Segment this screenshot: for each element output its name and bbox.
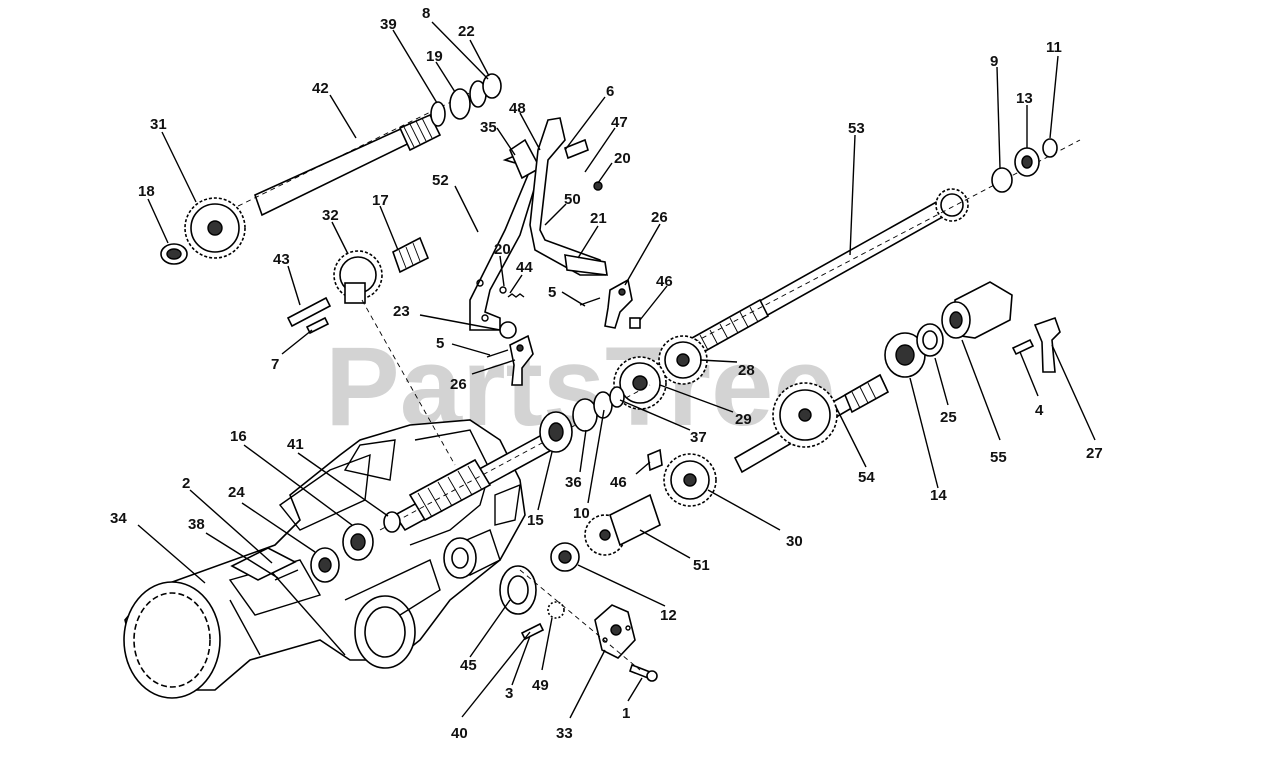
- callout-24: 24: [228, 484, 245, 501]
- callout-27: 27: [1086, 445, 1103, 462]
- lever-27-4: [1011, 316, 1061, 373]
- callout-28: 28: [738, 362, 755, 379]
- callout-21: 21: [590, 210, 607, 227]
- bearing-12: [550, 542, 580, 572]
- ring-41-collar: [383, 511, 401, 533]
- callout-22: 22: [458, 23, 475, 40]
- callout-30: 30: [786, 533, 803, 550]
- callout-3: 3: [505, 685, 513, 702]
- callout-5-lower: 5: [436, 335, 444, 352]
- callout-55: 55: [990, 449, 1007, 466]
- callout-37: 37: [690, 429, 707, 446]
- callout-32: 32: [322, 207, 339, 224]
- callout-43: 43: [273, 251, 290, 268]
- callout-18: 18: [138, 183, 155, 200]
- callout-26-lower: 26: [450, 376, 467, 393]
- callout-15: 15: [527, 512, 544, 529]
- callout-16: 16: [230, 428, 247, 445]
- callout-8: 8: [422, 5, 430, 22]
- bearing-15: [539, 411, 573, 453]
- callout-5-upper: 5: [548, 284, 556, 301]
- callout-50: 50: [564, 191, 581, 208]
- callout-51: 51: [693, 557, 710, 574]
- shift-fork-50: [529, 117, 608, 276]
- callout-53: 53: [848, 120, 865, 137]
- housing-55: [941, 281, 1013, 339]
- callout-20-lower: 20: [494, 241, 511, 258]
- callout-41: 41: [287, 436, 304, 453]
- callout-39: 39: [380, 16, 397, 33]
- callout-47: 47: [611, 114, 628, 131]
- seal-24: [310, 547, 340, 583]
- arm-26-lower: [509, 334, 534, 386]
- callout-31: 31: [150, 116, 167, 133]
- callout-48: 48: [509, 100, 526, 117]
- callout-12: 12: [660, 607, 677, 624]
- callout-9: 9: [990, 53, 998, 70]
- ring-25: [916, 323, 944, 357]
- arm-26-upper: [604, 278, 641, 329]
- bracket-38: [230, 547, 299, 581]
- leader-lines: [137, 21, 1096, 719]
- shaft-54: [733, 373, 890, 474]
- callout-42: 42: [312, 80, 329, 97]
- hub-33: [594, 604, 636, 659]
- callout-7: 7: [271, 356, 279, 373]
- callout-13: 13: [1016, 90, 1033, 107]
- spacer-40: [443, 537, 477, 579]
- shift-lever-52: [469, 138, 542, 331]
- callout-25: 25: [940, 409, 957, 426]
- callout-46-lower: 46: [610, 474, 627, 491]
- callout-1: 1: [622, 705, 630, 722]
- callout-4: 4: [1035, 402, 1044, 419]
- callout-54: 54: [858, 469, 875, 486]
- callout-33: 33: [556, 725, 573, 742]
- rings-36-10-37: [572, 386, 625, 432]
- callout-36: 36: [565, 474, 582, 491]
- gear-28: [658, 335, 708, 385]
- callout-19: 19: [426, 48, 443, 65]
- callout-46-upper: 46: [656, 273, 673, 290]
- callout-14: 14: [930, 487, 947, 504]
- gear-32: [333, 250, 383, 304]
- gear-51: [584, 493, 661, 556]
- callout-10: 10: [573, 505, 590, 522]
- needle-bearing-17: [392, 236, 430, 274]
- gear-30: [663, 453, 717, 507]
- bolt-1: [629, 663, 658, 682]
- callout-20-upper: 20: [614, 150, 631, 167]
- callout-44: 44: [516, 259, 533, 276]
- small-hardware: [486, 286, 601, 358]
- callout-29: 29: [735, 411, 752, 428]
- bearing-16: [342, 523, 374, 561]
- pin-3: [520, 622, 545, 641]
- callout-17: 17: [372, 192, 389, 209]
- callout-38: 38: [188, 516, 205, 533]
- gear-29: [613, 356, 667, 410]
- bearing-18: [160, 243, 188, 265]
- rings-9-13-11: [991, 138, 1058, 193]
- callout-labels: 1 2 3 4 5 5 6 7 8 9 10 11 12 13 14 15 16…: [110, 5, 1103, 742]
- gear-49: [547, 601, 565, 619]
- pin-43-7: [286, 296, 332, 335]
- callout-52: 52: [432, 172, 449, 189]
- callout-26-upper: 26: [651, 209, 668, 226]
- gear-31: [184, 197, 246, 259]
- rings-39-19-8-22: [430, 73, 502, 127]
- bearing-14: [884, 332, 926, 378]
- callout-2: 2: [182, 475, 190, 492]
- clip-46-lower: [647, 448, 663, 472]
- output-shaft-53: [669, 139, 1081, 356]
- callout-49: 49: [532, 677, 549, 694]
- callout-40: 40: [451, 725, 468, 742]
- callout-23: 23: [393, 303, 410, 320]
- callout-11: 11: [1046, 39, 1062, 56]
- callout-35: 35: [480, 119, 497, 136]
- input-shaft: [229, 77, 501, 217]
- callout-45: 45: [460, 657, 477, 674]
- callout-34: 34: [110, 510, 127, 527]
- callout-6: 6: [606, 83, 614, 100]
